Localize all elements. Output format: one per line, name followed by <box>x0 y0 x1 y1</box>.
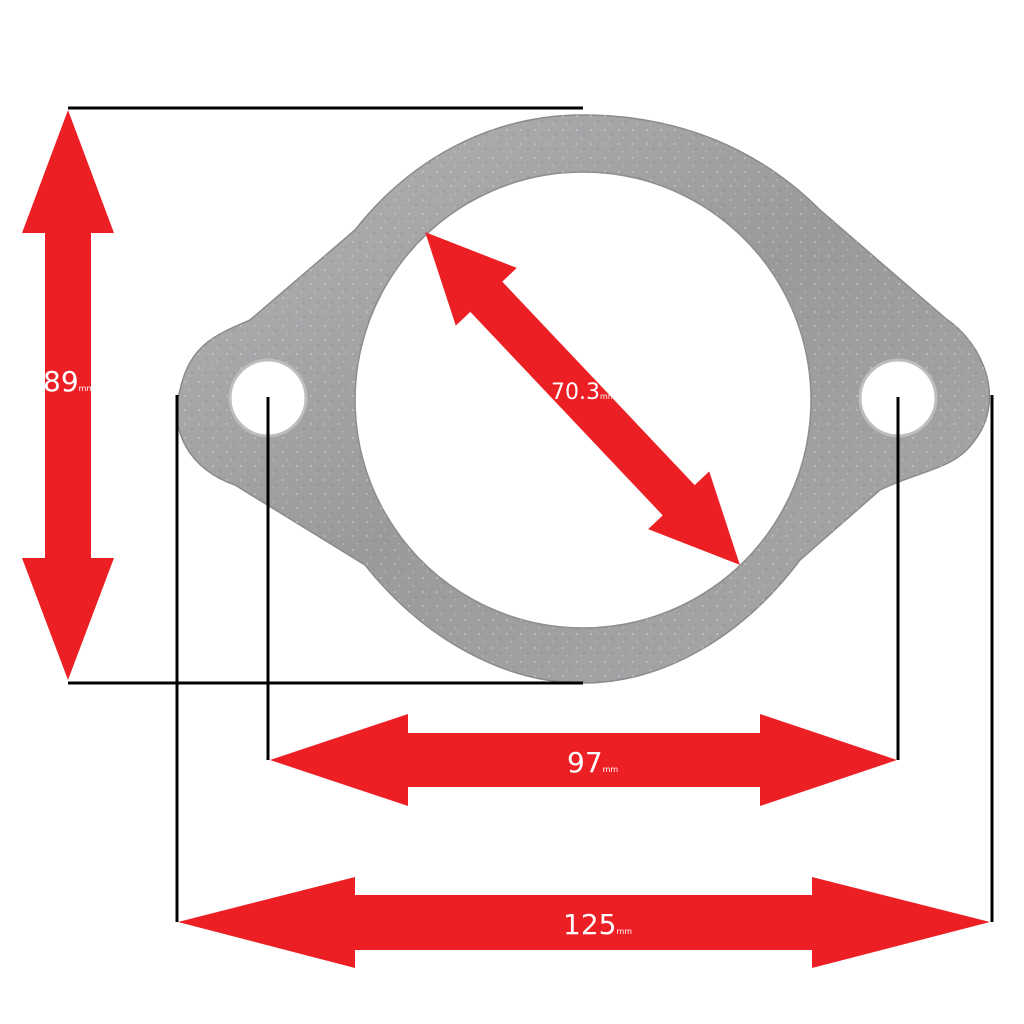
double-arrow-horizontal-icon <box>178 877 990 968</box>
height-dimension: 89mm <box>22 110 114 680</box>
bore-opening <box>354 171 812 629</box>
double-arrow-vertical-icon <box>22 110 114 680</box>
height-label: 89mm <box>43 365 94 398</box>
double-arrow-horizontal-icon <box>270 714 897 806</box>
gasket <box>176 114 991 684</box>
overall-width-label: 125mm <box>563 908 632 941</box>
bolt-spacing-dimension: 97mm <box>270 714 897 806</box>
bore-dimension <box>425 232 740 565</box>
overall-width-dimension: 125mm <box>178 877 990 968</box>
bolt-spacing-label: 97mm <box>567 746 618 779</box>
extension-lines <box>68 106 994 922</box>
gasket-texture <box>176 115 990 683</box>
bore-label: 70.3mm <box>551 380 616 405</box>
double-arrow-diagonal-icon <box>425 232 740 565</box>
